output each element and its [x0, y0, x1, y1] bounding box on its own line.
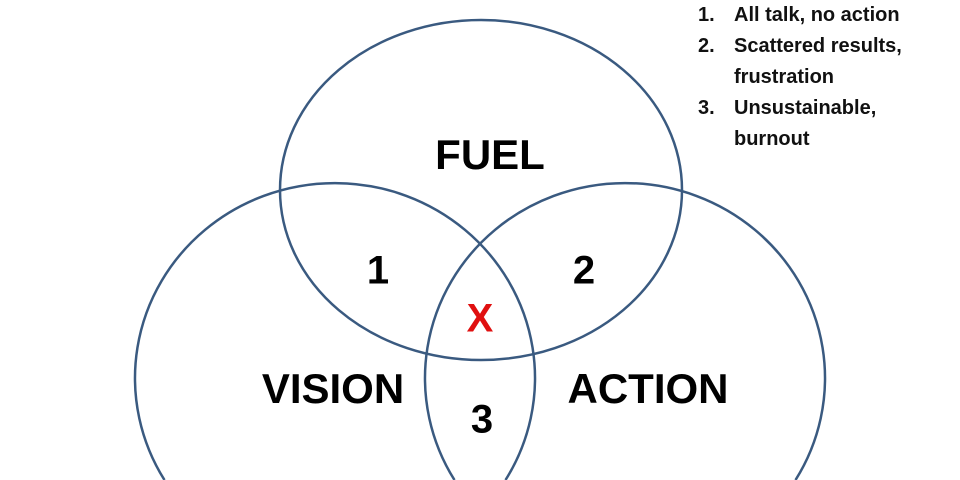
center-x-label: X: [467, 297, 494, 341]
legend-item: 2. Scattered results, frustration: [698, 31, 960, 93]
legend: 1. All talk, no action 2. Scattered resu…: [698, 0, 960, 155]
fuel-label: FUEL: [435, 131, 545, 178]
action-label: ACTION: [568, 365, 729, 412]
legend-item: 1. All talk, no action: [698, 0, 960, 31]
legend-item: 3. Unsustainable, burnout: [698, 93, 960, 155]
vision-circle: [133, 181, 537, 480]
legend-text: Unsustainable, burnout: [734, 97, 877, 150]
legend-number: 1.: [698, 4, 715, 26]
region-2-label: 2: [573, 249, 595, 293]
action-circle: [423, 181, 827, 480]
vision-label: VISION: [262, 365, 404, 412]
region-3-label: 3: [471, 398, 493, 442]
legend-number: 3.: [698, 97, 715, 119]
legend-number: 2.: [698, 35, 715, 57]
legend-text: Scattered results, frustration: [734, 35, 902, 88]
region-1-label: 1: [367, 249, 389, 293]
legend-text: All talk, no action: [734, 4, 900, 26]
